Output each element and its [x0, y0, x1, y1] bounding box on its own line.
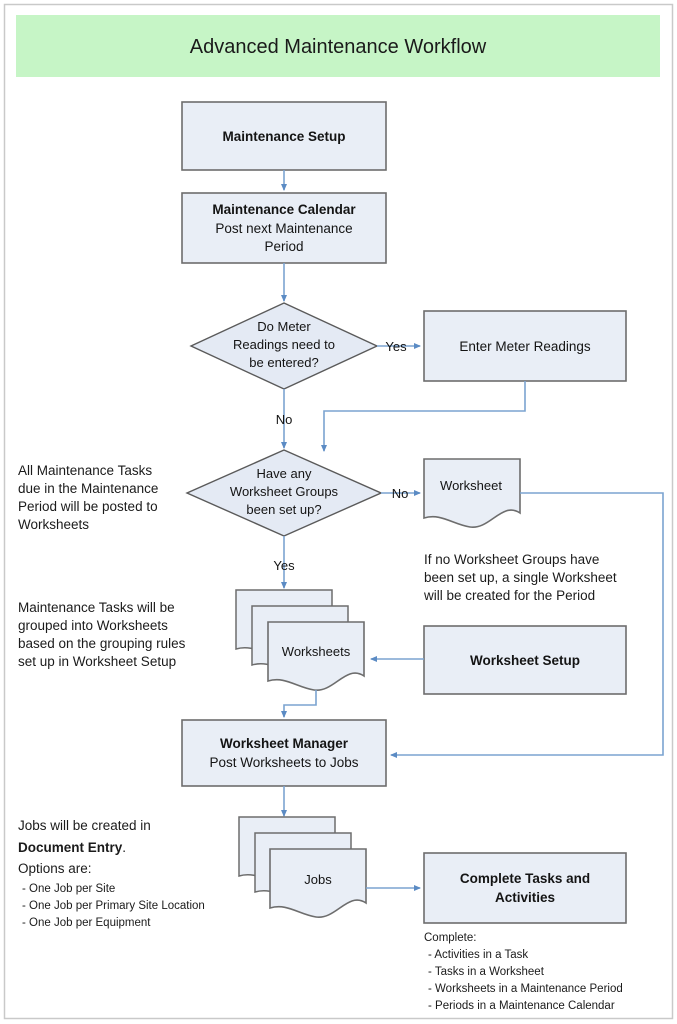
node-jobs-label: Jobs: [304, 872, 332, 887]
note-tasks-due-line-3: Worksheets: [18, 517, 89, 532]
note-complete-item-3: - Periods in a Maintenance Calendar: [428, 1000, 615, 1012]
edge-label-meter-yes: Yes: [385, 339, 407, 354]
note-grouping-rules-line-2: based on the grouping rules: [18, 636, 186, 651]
node-worksheet[interactable]: [423, 458, 521, 528]
note-tasks-due: All Maintenance Tasks due in the Mainten…: [18, 463, 162, 532]
note-grouping-rules-line-1: grouped into Worksheets: [18, 618, 168, 633]
node-maintenance-calendar[interactable]: [181, 192, 387, 264]
edge-label-groups-no: No: [392, 486, 409, 501]
node-complete-tasks-label-line2: Activities: [495, 890, 555, 905]
note-jobs-document-entry-tail: .: [122, 840, 126, 855]
note-jobs-option-2: - One Job per Equipment: [22, 917, 151, 929]
note-complete-item-1: - Tasks in a Worksheet: [428, 966, 545, 978]
note-single-worksheet: If no Worksheet Groups have been set up,…: [423, 552, 620, 603]
node-worksheet-manager[interactable]: [181, 719, 387, 787]
node-maintenance-calendar-sub1: Post next Maintenance: [215, 221, 352, 236]
edge-worksheets-to-manager: [281, 690, 317, 718]
note-single-worksheet-line-1: been set up, a single Worksheet: [424, 570, 617, 585]
note-jobs-options: - One Job per Site - One Job per Primary…: [22, 883, 208, 929]
note-grouping-rules: Maintenance Tasks will be grouped into W…: [18, 600, 189, 669]
node-maintenance-calendar-label: Maintenance Calendar: [212, 202, 356, 217]
note-jobs-document-entry: Document Entry.: [18, 840, 126, 855]
node-worksheet-manager-sub: Post Worksheets to Jobs: [209, 755, 358, 770]
node-worksheets-label: Worksheets: [282, 644, 351, 659]
note-tasks-due-line-2: Period will be posted to: [18, 499, 158, 514]
note-jobs-option-0: - One Job per Site: [22, 883, 115, 895]
node-worksheet-groups-decision-line2: Worksheet Groups: [230, 484, 339, 499]
edge-label-meter-no: No: [276, 412, 293, 427]
node-jobs[interactable]: [269, 848, 367, 918]
note-grouping-rules-line-0: Maintenance Tasks will be: [18, 600, 175, 615]
edge-meter-readings-return: [321, 381, 526, 452]
note-jobs-line1: Jobs will be created in: [18, 818, 151, 833]
note-complete-item-2: - Worksheets in a Maintenance Period: [428, 983, 623, 995]
node-enter-meter-readings[interactable]: [423, 310, 627, 382]
node-maintenance-setup[interactable]: [181, 101, 387, 171]
title-banner: [16, 15, 660, 77]
note-tasks-due-line-1: due in the Maintenance: [18, 481, 158, 496]
node-meter-readings-decision-line1: Do Meter: [257, 319, 311, 334]
edge-worksheet-to-manager: [390, 492, 664, 758]
node-meter-readings-decision-line2: Readings need to: [233, 337, 335, 352]
node-maintenance-calendar-sub2: Period: [264, 239, 303, 254]
node-worksheet-setup-label: Worksheet Setup: [470, 653, 580, 668]
node-worksheet-groups-decision-line3: been set up?: [246, 502, 321, 517]
node-complete-tasks-label-line1: Complete Tasks and: [460, 871, 590, 886]
node-enter-meter-readings-label: Enter Meter Readings: [459, 339, 591, 354]
node-worksheet-setup[interactable]: [423, 625, 627, 695]
page-title: Advanced Maintenance Workflow: [190, 36, 487, 58]
note-jobs-option-1: - One Job per Primary Site Location: [22, 900, 205, 912]
note-grouping-rules-line-3: set up in Worksheet Setup: [18, 654, 176, 669]
node-worksheet-label: Worksheet: [440, 478, 502, 493]
note-complete-item-0: - Activities in a Task: [428, 949, 528, 961]
node-meter-readings-decision-line3: be entered?: [249, 355, 318, 370]
node-worksheet-manager-label: Worksheet Manager: [220, 736, 349, 751]
note-complete-heading: Complete:: [424, 932, 476, 944]
note-jobs-options-heading: Options are:: [18, 861, 92, 876]
note-tasks-due-line-0: All Maintenance Tasks: [18, 463, 152, 478]
node-worksheet-groups-decision-line1: Have any: [257, 466, 312, 481]
node-complete-tasks[interactable]: [423, 852, 627, 924]
note-jobs-document-entry-bold: Document Entry: [18, 840, 123, 855]
note-complete-items: - Activities in a Task - Tasks in a Work…: [428, 949, 626, 1012]
node-worksheets[interactable]: [267, 621, 365, 691]
note-single-worksheet-line-0: If no Worksheet Groups have: [424, 552, 599, 567]
edge-label-groups-yes: Yes: [273, 558, 295, 573]
note-single-worksheet-line-2: will be created for the Period: [423, 588, 595, 603]
node-maintenance-setup-label: Maintenance Setup: [222, 129, 345, 144]
